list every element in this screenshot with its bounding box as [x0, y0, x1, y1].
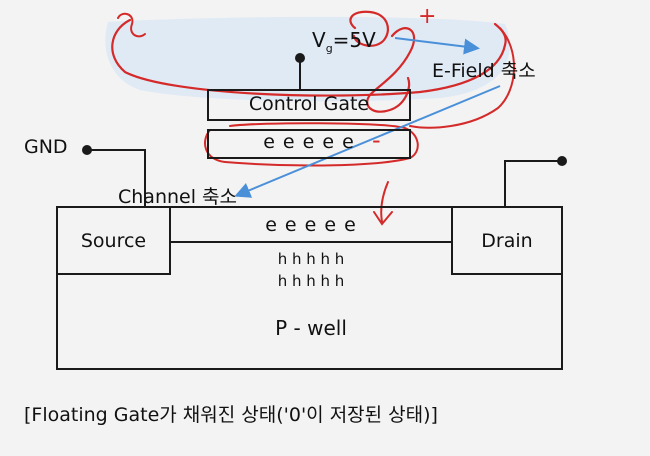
source-label: Source	[80, 230, 147, 252]
pwell-box	[56, 206, 563, 370]
efield-label: E-Field 축소	[432, 60, 536, 82]
vg-subscript: g	[325, 42, 333, 55]
vg-value: =5V	[332, 28, 376, 52]
floating-gate-box	[207, 129, 411, 159]
channel-label: Channel 축소	[118, 186, 238, 208]
holes-row-1: h h h h h	[277, 250, 345, 268]
floating-gate-electrons: e e e e e	[263, 131, 355, 153]
control-gate-box	[207, 89, 411, 121]
vg-symbol: V	[312, 28, 326, 52]
pwell-label: P - well	[275, 316, 347, 340]
channel-arrow	[234, 85, 501, 198]
red-loop-right	[409, 27, 515, 129]
annotation-plus: +	[418, 4, 437, 29]
source-box	[56, 206, 171, 275]
annotation-minus: -	[372, 126, 381, 154]
red-loop-top	[117, 12, 146, 38]
control-gate-label: Control Gate	[248, 93, 370, 115]
gnd-label: GND	[24, 136, 68, 158]
drain-box	[451, 206, 563, 275]
drain-label: Drain	[481, 230, 533, 252]
channel-electrons: e e e e e	[265, 214, 357, 236]
vg-label: Vg=5V	[312, 28, 376, 55]
drain-wire	[504, 160, 562, 207]
holes-row-2: h h h h h	[277, 272, 345, 290]
efield-arrow	[394, 37, 480, 55]
red-down-arrow	[373, 181, 393, 226]
caption: [Floating Gate가 채워진 상태('0'이 저장된 상태)]	[24, 404, 438, 426]
red-circle-5v	[349, 10, 389, 47]
red-squiggle	[366, 27, 416, 113]
gnd-wire	[87, 149, 146, 206]
